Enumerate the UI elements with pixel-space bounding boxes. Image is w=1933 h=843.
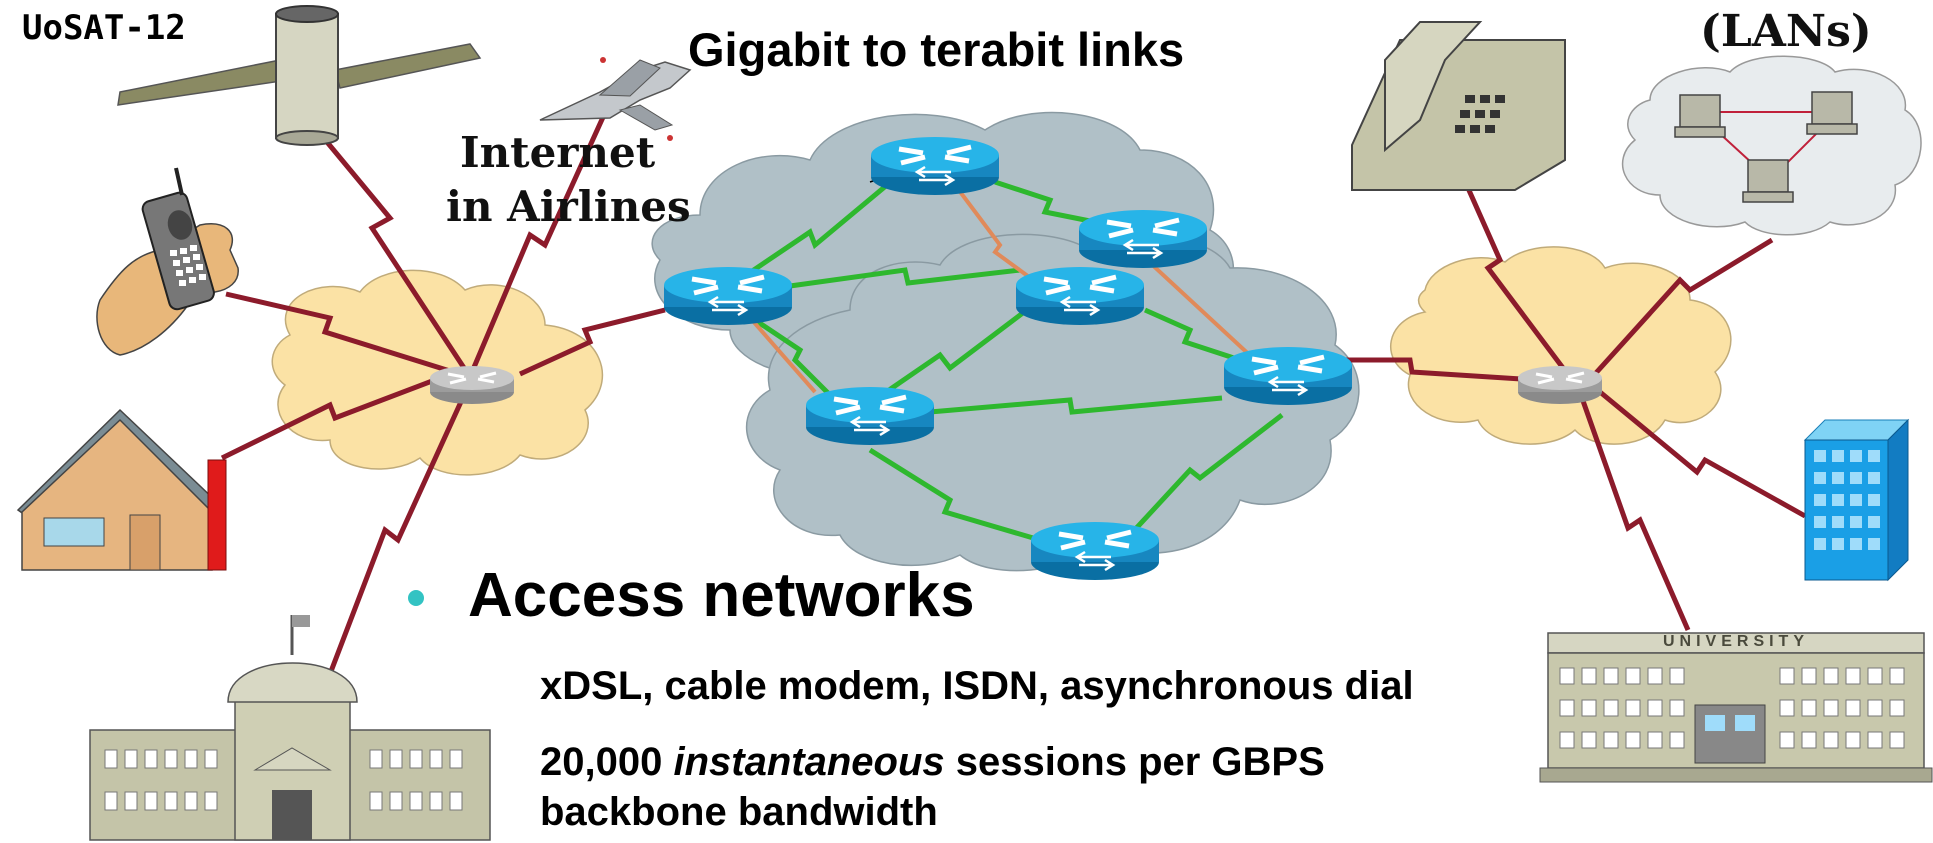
satellite-icon [117, 5, 482, 146]
access-line-2-emphasis: instantaneous [673, 740, 945, 784]
link-house [220, 375, 441, 461]
university-sign: UNIVERSITY [1662, 633, 1809, 650]
access-line-2-suffix: sessions per GBPS [944, 740, 1325, 784]
office-building-icon [1803, 418, 1910, 582]
access-line-3: backbone bandwidth [540, 790, 938, 834]
government-building-icon [89, 615, 491, 841]
edge-router-right [1516, 364, 1604, 406]
airline-label-line1: Internet [460, 128, 656, 177]
link-backbone-to-right [1315, 357, 1569, 385]
backbone-link-2 [994, 179, 1111, 228]
access-line-2: 20,000 instantaneous sessions per GBPS [540, 740, 1325, 785]
backbone-link-1 [728, 168, 907, 289]
access-line-1: xDSL, cable modem, ISDN, asynchronous di… [540, 664, 1414, 708]
cellphone-icon [96, 167, 239, 356]
link-university [1579, 397, 1691, 631]
core-router-partial [1079, 210, 1207, 268]
link-cellphone [225, 291, 467, 379]
core-router-right [1224, 347, 1352, 405]
link-airline [469, 113, 607, 373]
backbone-link-6 [1143, 307, 1241, 363]
bullet-icon [408, 590, 424, 606]
link-government [327, 380, 473, 675]
university-icon [1539, 632, 1933, 783]
link-telephone [1465, 186, 1574, 382]
backbone-label: Gigabit to terabit links [688, 23, 1185, 76]
link-left-to-backbone [518, 307, 666, 377]
backbone-link-3 [789, 267, 1021, 289]
core-router-top [871, 137, 999, 195]
link-office [1598, 390, 1807, 519]
lans-label: (LANs) [1700, 6, 1872, 57]
core-router-bottom [1031, 522, 1159, 580]
lan-cloud-icon [1621, 55, 1922, 236]
backbone-link-9 [1128, 413, 1284, 537]
access-networks-title: Access networks [468, 561, 975, 630]
backbone-link-7 [929, 395, 1223, 415]
backbone-link-4 [738, 307, 832, 397]
backbone-link-8 [868, 447, 1041, 543]
core-router-middle [1016, 267, 1144, 325]
airline-label-line2: in Airlines [446, 182, 691, 231]
jet-icon [539, 57, 692, 141]
satellite-label: UoSAT-12 [22, 8, 186, 48]
core-router-lower-left [806, 387, 934, 445]
backbone-link-5 [858, 298, 1042, 413]
access-cloud-right [1390, 246, 1732, 445]
core-router-left [664, 267, 792, 325]
link-lans [1593, 237, 1774, 376]
access-line-2-prefix: 20,000 [540, 740, 674, 784]
house-icon [16, 408, 227, 571]
link-satellite [320, 134, 471, 376]
telephone-icon [1351, 21, 1566, 191]
edge-router-left [428, 364, 516, 406]
